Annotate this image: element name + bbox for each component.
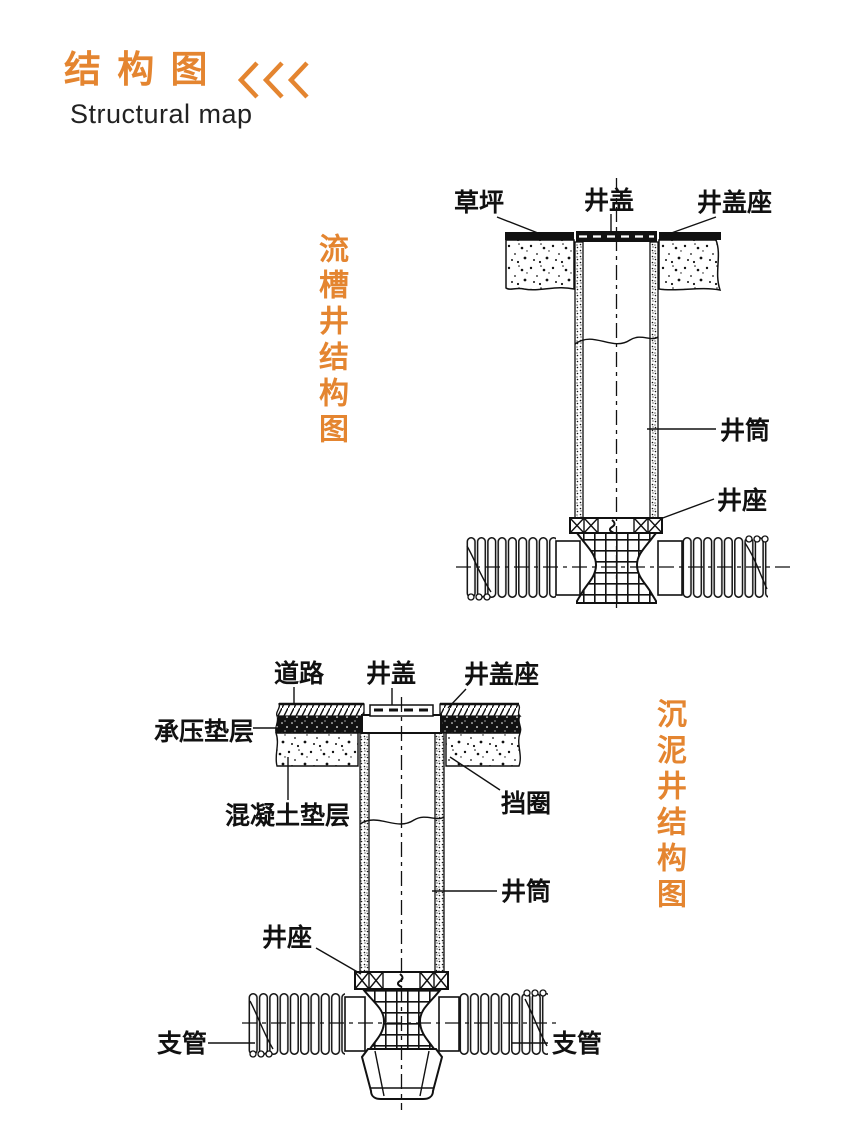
label-well-shaft: 井筒 bbox=[720, 416, 770, 445]
bearing-cushion-layer bbox=[275, 715, 522, 734]
section-mark bbox=[396, 973, 404, 988]
flow-channel-well-diagram: 草坪 井盖 井盖座 井筒 井座 bbox=[454, 178, 792, 612]
label-well-shaft: 井筒 bbox=[501, 877, 551, 906]
label-road: 道路 bbox=[274, 659, 325, 688]
branch-pipe-left bbox=[248, 993, 366, 1058]
lawn-layer bbox=[505, 232, 722, 291]
leader-lines bbox=[208, 687, 548, 1044]
label-well-cover: 井盖 bbox=[584, 186, 634, 215]
page-subtitle: Structural map bbox=[70, 99, 253, 129]
label-branch-pipe-right: 支管 bbox=[552, 1029, 602, 1058]
label-retaining-ring: 挡圈 bbox=[501, 790, 551, 818]
sediment-well-side-title: 沉泥井结构图 bbox=[652, 698, 685, 914]
page-title: 结 构 图 bbox=[64, 49, 211, 90]
leader-lines bbox=[496, 214, 717, 520]
label-bearing-cushion: 承压垫层 bbox=[154, 718, 254, 746]
sediment-well-diagram: 道路 井盖 井盖座 承压垫层 混凝土垫层 挡圈 井筒 井座 支管 支管 bbox=[154, 659, 602, 1110]
road-layer bbox=[275, 702, 522, 717]
break-wave bbox=[574, 336, 659, 345]
label-lawn: 草坪 bbox=[454, 189, 504, 217]
section-mark bbox=[608, 519, 616, 534]
label-well-cover-seat: 井盖座 bbox=[697, 188, 772, 217]
triple-left-chevron-icon bbox=[238, 61, 309, 99]
concrete-cushion-layer bbox=[275, 732, 521, 767]
label-well-cover: 井盖 bbox=[366, 659, 416, 688]
label-well-cover-seat: 井盖座 bbox=[464, 660, 539, 689]
corrugated-pipe-left bbox=[466, 537, 581, 601]
break-wave bbox=[359, 816, 445, 825]
label-well-seat: 井座 bbox=[262, 923, 312, 952]
branch-pipe-right bbox=[438, 989, 548, 1055]
label-well-seat: 井座 bbox=[717, 486, 767, 515]
label-branch-pipe-left: 支管 bbox=[157, 1029, 207, 1058]
label-concrete-cushion: 混凝土垫层 bbox=[225, 802, 350, 830]
flow-channel-well-side-title: 流槽井结构图 bbox=[314, 233, 347, 449]
